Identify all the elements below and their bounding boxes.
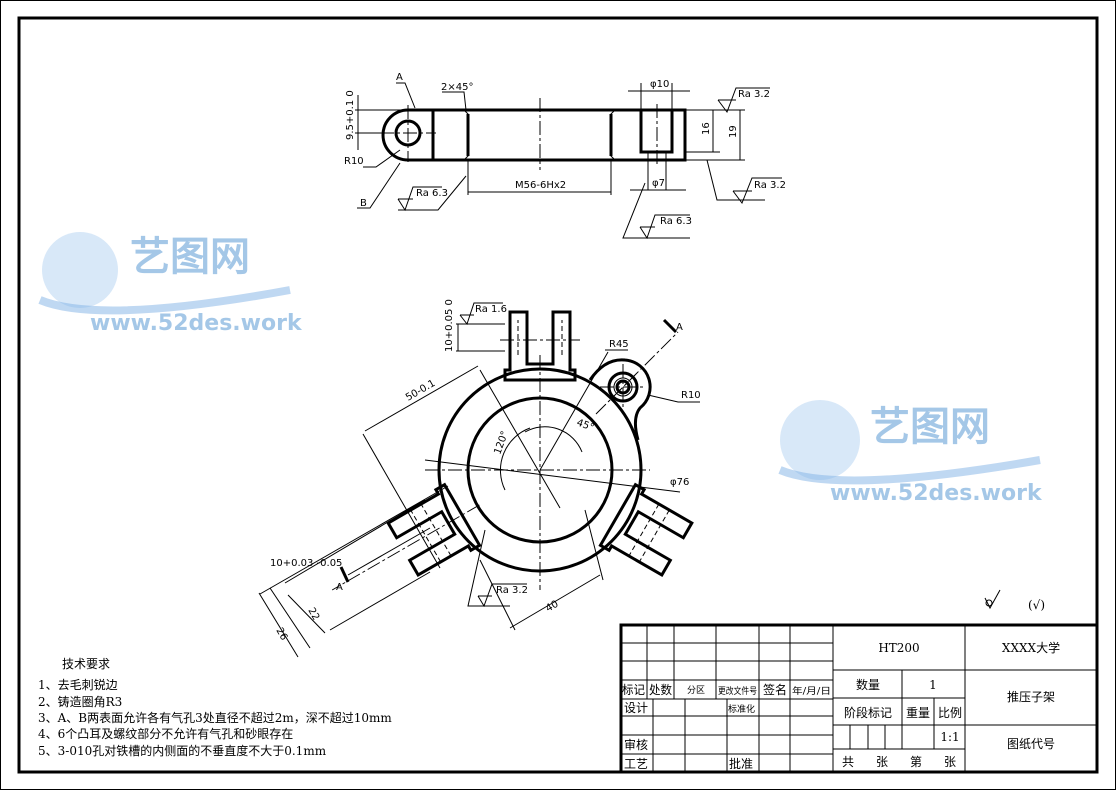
- height19-dimension: 19: [728, 125, 739, 138]
- main-view: A 10+0.05 0 Ra 1.6 R45 R10 50-0.1 45° 12…: [258, 299, 701, 658]
- svg-text:标记: 标记: [622, 683, 645, 697]
- dia76-dimension: φ76: [670, 477, 689, 488]
- r45-label: R45: [609, 339, 629, 350]
- bracket-boss: [588, 358, 652, 441]
- svg-text:(√): (√): [1028, 598, 1045, 612]
- svg-text:签名: 签名: [763, 682, 787, 697]
- other-surfaces-roughness: (√): [984, 589, 1045, 612]
- roughness-ra63-left: Ra 6.3: [397, 175, 467, 212]
- roughness-ra32-main: Ra 3.2: [467, 529, 528, 608]
- svg-text:1: 1: [929, 678, 937, 692]
- drawing-number-field: 图纸代号: [1007, 737, 1055, 751]
- height16-dimension: 16: [701, 122, 712, 135]
- surface-b-label: B: [360, 198, 367, 209]
- svg-text:工艺: 工艺: [624, 757, 648, 771]
- watermark-url-2: www.52des.work: [830, 481, 1043, 506]
- note-item: 3、A、B两表面允许各有气孔3处直径不超过2m，深不超过10mm: [38, 710, 392, 725]
- width50-dimension: 50-0.1: [404, 378, 437, 404]
- svg-text:更改文件号: 更改文件号: [718, 685, 757, 697]
- svg-text:年/月/日: 年/月/日: [792, 685, 831, 697]
- thread-dimension: M56-6Hx2: [515, 180, 566, 191]
- roughness-ra63-right: Ra 6.3: [622, 182, 692, 240]
- svg-text:Ra 3.2: Ra 3.2: [754, 180, 786, 191]
- svg-text:张: 张: [876, 755, 888, 769]
- technical-requirements: 技术要求 1、去毛刺锐边 2、铸造圈角R3 3、A、B两表面允许各有气孔3处直径…: [38, 657, 392, 758]
- school-field: XXXX大学: [1002, 640, 1060, 655]
- watermark-text-2: 艺图网: [870, 404, 990, 450]
- lug-left: [331, 482, 482, 591]
- height95-dimension: 9.5+0.1 0: [345, 90, 356, 140]
- watermark-logo: 艺图网 www.52des.work 艺图网 www.52des.work: [38, 232, 1043, 506]
- svg-text:阶段标记: 阶段标记: [844, 705, 892, 720]
- note-item: 5、3-010孔对铁槽的内侧面的不垂直度不大于0.1mm: [38, 743, 327, 758]
- section-a-label: A: [676, 322, 683, 333]
- svg-text:设计: 设计: [624, 701, 648, 715]
- top-view: M56-6Hx2 φ10 φ7 16 19 9.5+0.1 0 R10 A B …: [344, 72, 786, 240]
- dim-10-label: 10+0.03 -0.05: [270, 558, 342, 569]
- svg-text:标准化: 标准化: [728, 703, 755, 715]
- roughness-ra32-right: Ra 3.2: [706, 159, 786, 205]
- watermark-url: www.52des.work: [90, 311, 303, 336]
- dia7-dimension: φ7: [652, 178, 665, 189]
- svg-text:Ra 3.2: Ra 3.2: [738, 89, 770, 100]
- lug-top: [500, 310, 580, 382]
- material-field: HT200: [878, 641, 919, 655]
- surface-a-label: A: [396, 72, 403, 83]
- section-a-mark: [662, 318, 678, 334]
- hatched-section-left: [432, 109, 469, 161]
- svg-text:共: 共: [842, 755, 854, 769]
- drawing-border: [17, 16, 1099, 774]
- lower-left-dimensions: 10+0.03 -0.05 22 26 A: [258, 485, 449, 658]
- dia10-dimension: φ10: [650, 79, 669, 90]
- note-item: 4、6个凸耳及螺纹部分不允许有气孔和砂眼存在: [38, 726, 293, 741]
- svg-text:Ra 6.3: Ra 6.3: [660, 216, 692, 227]
- svg-text:处数: 处数: [649, 682, 672, 697]
- svg-text:重量: 重量: [906, 706, 930, 720]
- notes-title: 技术要求: [62, 657, 110, 671]
- slot-dimension: 10+0.05 0 Ra 1.6: [444, 299, 507, 352]
- svg-text:数量: 数量: [856, 677, 880, 692]
- chamfer-label: 2×45°: [441, 82, 473, 93]
- note-item: 2、铸造圈角R3: [38, 694, 122, 709]
- roughness-ra32-top: Ra 3.2: [717, 87, 770, 114]
- note-item: 1、去毛刺锐边: [38, 678, 118, 692]
- watermark-text: 艺图网: [130, 234, 250, 280]
- dim-26-label: 26: [273, 626, 289, 643]
- svg-text:分区: 分区: [687, 685, 705, 696]
- corner-mark: [1078, 17, 1098, 37]
- angle120-label: 120°: [492, 430, 511, 456]
- part-name-field: 推压子架: [1007, 690, 1055, 704]
- svg-text:第: 第: [910, 755, 922, 769]
- svg-text:10+0.05 0: 10+0.05 0: [444, 299, 455, 352]
- r10-label-main: R10: [681, 390, 701, 401]
- dim-22-label: 22: [305, 606, 321, 623]
- svg-text:批准: 批准: [729, 756, 753, 771]
- r10-label: R10: [344, 156, 364, 167]
- svg-text:40: 40: [544, 599, 561, 615]
- lug-right: [598, 482, 694, 578]
- svg-text:张: 张: [944, 755, 956, 769]
- svg-text:比例: 比例: [938, 706, 962, 720]
- svg-text:Ra 6.3: Ra 6.3: [416, 188, 448, 199]
- svg-text:1:1: 1:1: [940, 730, 959, 744]
- section-a2-label: A: [336, 582, 343, 593]
- svg-text:审核: 审核: [624, 737, 648, 752]
- svg-text:Ra 3.2: Ra 3.2: [496, 585, 528, 596]
- title-block: 标记 处数 分区 更改文件号 签名 年/月/日 设计 标准化 审核 工艺 批准 …: [619, 623, 1099, 774]
- svg-text:Ra 1.6: Ra 1.6: [475, 304, 507, 315]
